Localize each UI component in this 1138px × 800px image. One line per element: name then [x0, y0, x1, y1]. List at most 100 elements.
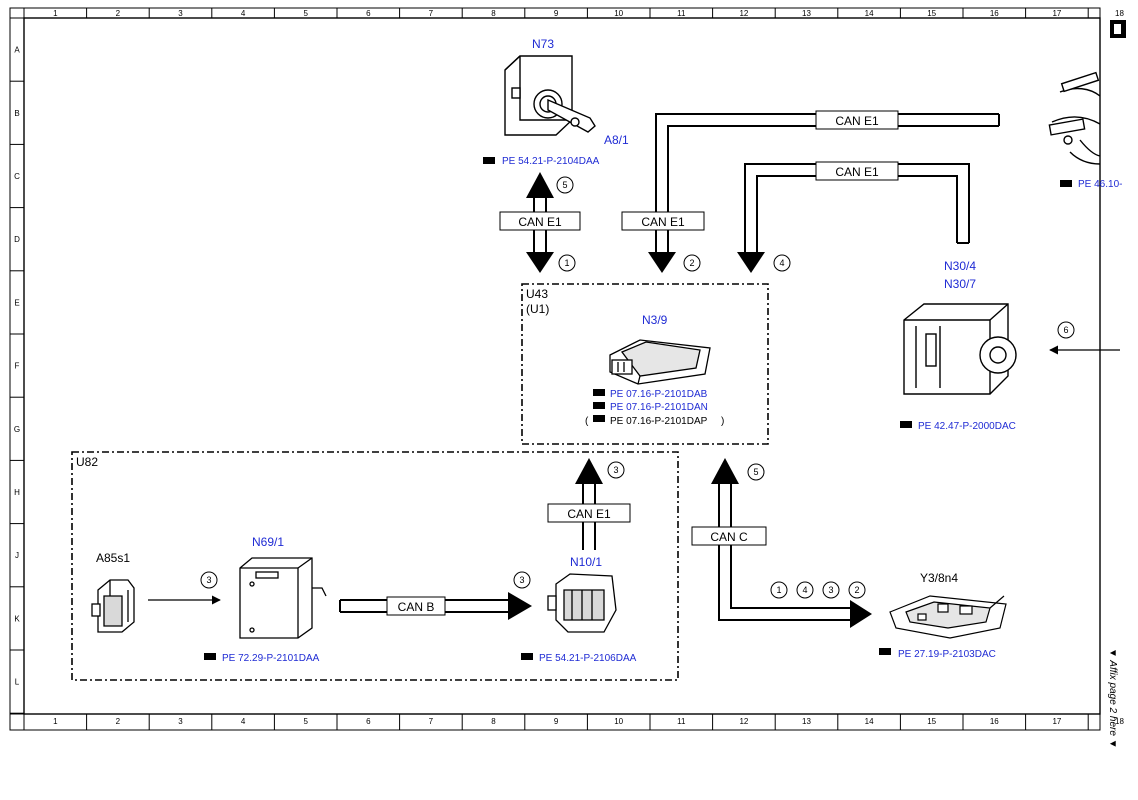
svg-text:(: (: [585, 416, 589, 427]
grid-column-label: 14: [865, 717, 874, 726]
grid-row-label: B: [14, 109, 19, 118]
svg-text:CAN E1: CAN E1: [518, 215, 562, 229]
svg-text:1: 1: [776, 585, 781, 595]
book-icon: [1060, 180, 1072, 187]
a85s1-id: A85s1: [96, 551, 130, 565]
can-e1-label-n10: CAN E1: [547, 503, 631, 523]
arrow-up-to-n73: [526, 172, 554, 198]
n3-9-reference-3: ( PE 07.16-P-2101DAP ): [585, 415, 724, 427]
u43-group-box: [521, 283, 769, 445]
grid-column-label: 8: [491, 9, 496, 18]
bus-line-top-can-e1: [655, 113, 1000, 252]
grid-column-label: 12: [739, 9, 748, 18]
page-edge-icon: [1110, 20, 1126, 38]
grid-row-label: A: [14, 46, 20, 55]
step-marker: 1: [558, 254, 576, 272]
svg-text:4: 4: [779, 258, 784, 268]
grid-column-label: 5: [303, 9, 308, 18]
grid-row-label: D: [14, 235, 20, 244]
svg-text:3: 3: [206, 575, 211, 585]
arrow-down-to-n3-4: [737, 252, 765, 273]
grid-row-label: C: [14, 172, 20, 181]
n3-9-reference-link-3[interactable]: PE 07.16-P-2101DAP: [610, 416, 708, 427]
grid-column-label: 11: [677, 9, 686, 18]
grid-column-label: 13: [802, 717, 811, 726]
u43-group-id: U43: [526, 287, 548, 301]
book-icon: [593, 402, 605, 409]
grid-column-label: 6: [366, 717, 371, 726]
n10-1-reference: PE 54.21-P-2106DAA: [521, 653, 637, 664]
svg-text:2: 2: [689, 258, 694, 268]
svg-text:CAN E1: CAN E1: [567, 507, 611, 521]
n10-1-reference-link[interactable]: PE 54.21-P-2106DAA: [539, 653, 637, 664]
grid-ticks: [10, 8, 1089, 730]
can-e1-label-top: CAN E1: [815, 110, 899, 130]
arrow-right-to-n10: [508, 592, 532, 620]
grid-column-label: 1: [53, 9, 58, 18]
grid-column-label: 13: [802, 9, 811, 18]
n3-9-reference-1: PE 07.16-P-2101DAB: [593, 389, 708, 400]
book-icon: [593, 415, 605, 422]
svg-text:CAN B: CAN B: [398, 600, 435, 614]
y3-8n4-reference-link[interactable]: PE 27.19-P-2103DAC: [898, 649, 996, 660]
svg-text:CAN E1: CAN E1: [641, 215, 685, 229]
svg-text:4: 4: [802, 585, 807, 595]
step-marker: 5: [556, 176, 574, 194]
bus-line-can-c: [718, 484, 850, 621]
svg-text:CAN E1: CAN E1: [835, 165, 879, 179]
book-icon: [483, 157, 495, 164]
can-e1-label-n73: CAN E1: [499, 211, 581, 231]
n69-1-reference-link[interactable]: PE 72.29-P-2101DAA: [222, 653, 320, 664]
grid-column-label: 17: [1052, 9, 1061, 18]
arrow-up-to-n3-3: [575, 458, 603, 484]
n3-9-reference-link-2[interactable]: PE 07.16-P-2101DAN: [610, 402, 708, 413]
grid-column-label: 10: [614, 717, 623, 726]
step-marker: 6: [1057, 321, 1075, 339]
a85s1-switch-illustration: [91, 579, 135, 633]
book-icon: [593, 389, 605, 396]
n30-reference-link[interactable]: PE 42.47-P-2000DAC: [918, 421, 1016, 432]
grid-column-label: 6: [366, 9, 371, 18]
n73-reference-link[interactable]: PE 54.21-P-2104DAA: [502, 156, 600, 167]
grid-column-label: 4: [241, 717, 246, 726]
step-marker: 3: [513, 571, 531, 589]
grid-column-label: 12: [739, 717, 748, 726]
u82-group-id: U82: [76, 455, 98, 469]
step-marker: 4: [773, 254, 791, 272]
svg-text:6: 6: [1063, 325, 1068, 335]
grid-column-label: 18: [1115, 9, 1124, 18]
grid-column-label: 15: [927, 9, 936, 18]
grid-row-label: L: [15, 678, 20, 687]
step-marker: 5: [747, 463, 765, 481]
n69-1-reference: PE 72.29-P-2101DAA: [204, 653, 320, 664]
svg-text:5: 5: [562, 180, 567, 190]
grid-column-label: 3: [178, 9, 183, 18]
book-icon: [900, 421, 912, 428]
step-marker: 2: [683, 254, 701, 272]
n30-7-id: N30/7: [944, 277, 976, 291]
book-icon: [879, 648, 891, 655]
can-b-label: CAN B: [386, 596, 446, 616]
grid-column-label: 5: [303, 717, 308, 726]
n69-1-module-illustration: [239, 557, 327, 639]
grid-column-label: 17: [1052, 717, 1061, 726]
n3-9-reference-link-1[interactable]: PE 07.16-P-2101DAB: [610, 389, 708, 400]
svg-text:3: 3: [519, 575, 524, 585]
grid-column-label: 8: [491, 717, 496, 726]
grid-column-label: 10: [614, 9, 623, 18]
u43-group-sub: (U1): [526, 302, 549, 316]
steering-column-reference-link[interactable]: PE 46.10-: [1078, 179, 1122, 190]
step-marker: 4: [796, 581, 814, 599]
svg-text:CAN E1: CAN E1: [835, 114, 879, 128]
book-icon: [204, 653, 216, 660]
grid-column-label: 2: [116, 717, 121, 726]
step-marker: 3: [822, 581, 840, 599]
svg-text:): ): [721, 416, 724, 427]
grid-column-label: 7: [429, 9, 434, 18]
y3-8n4-id: Y3/8n4: [920, 571, 958, 585]
grid-row-label: K: [14, 614, 20, 623]
grid-column-label: 18: [1115, 717, 1124, 726]
